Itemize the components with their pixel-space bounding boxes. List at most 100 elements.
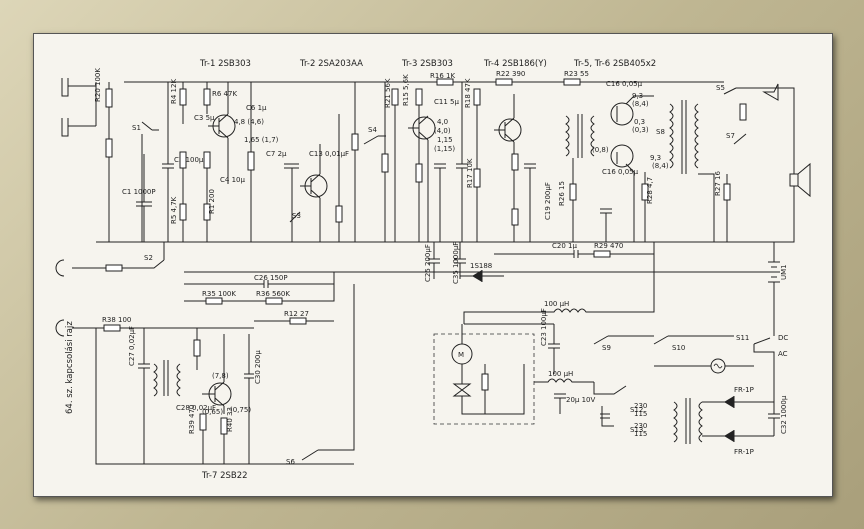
resistor-vr2	[193, 339, 201, 357]
label-r20: R20 100K	[94, 68, 102, 102]
title-tr2: Tr-2 2SA203AA	[299, 59, 363, 69]
label-r4: R4 12K	[170, 79, 178, 104]
label-s5: S5	[716, 84, 725, 92]
label-v3c: 1,15	[437, 136, 453, 144]
label-r7v2: 1,65 (1,7)	[244, 136, 279, 144]
governor-switch	[452, 383, 472, 397]
resistor-r12	[381, 153, 389, 173]
resistor-r19	[511, 208, 519, 226]
label-v5a: 9,3	[632, 92, 643, 100]
resistor-r35	[205, 297, 223, 305]
label-r39: R39 470	[188, 405, 196, 434]
label-c4: C4 10μ	[220, 176, 245, 184]
label-v9b: (8,4)	[652, 162, 669, 170]
resistor-r37	[105, 264, 123, 272]
label-r7v: 4,8 (4,6)	[234, 118, 264, 126]
label-v6a: 0,3	[634, 118, 645, 126]
label-l1: 100 μH	[544, 300, 569, 308]
label-dc: DC	[778, 334, 788, 342]
resistor-r9	[247, 151, 255, 171]
label-l2: 100 μH	[548, 370, 573, 378]
resistor-r29	[593, 250, 611, 258]
label-r28: R28 4,7	[646, 177, 654, 204]
resistor-r10	[415, 163, 423, 183]
label-s2: S2	[144, 254, 153, 262]
label-r12: R12 27	[284, 310, 309, 318]
label-c28: C28 0,02μF	[176, 404, 216, 412]
headphone-jack-1	[55, 259, 114, 277]
resistor-r39	[199, 413, 207, 431]
resistor-r2	[105, 138, 113, 158]
label-r5: R5 4,7K	[170, 196, 178, 224]
resistor-vr1	[351, 133, 359, 151]
label-fr1: FR-1P	[734, 386, 754, 394]
label-r1: R1 200	[208, 189, 216, 214]
output-transformer	[669, 100, 699, 174]
label-v7a: (7,8)	[212, 372, 229, 380]
label-c7: C7 2μ	[266, 150, 287, 158]
transistor-tr6	[610, 144, 634, 168]
label-s7: S7	[726, 132, 735, 140]
input-jack-2	[61, 118, 96, 137]
resistor-r22	[495, 78, 513, 86]
label-r35: R35 100K	[202, 290, 236, 298]
label-s8: S8	[656, 128, 665, 136]
label-um1: UM1	[780, 264, 788, 280]
label-c26: C26 150P	[254, 274, 288, 282]
label-v7c: (0,75)	[230, 406, 251, 414]
resistor-r18	[473, 88, 481, 106]
resistor-r36	[265, 297, 283, 305]
label-r27: R27 16	[714, 171, 722, 196]
choke-l2	[534, 378, 594, 383]
label-c30: C30 200μ	[254, 350, 262, 384]
label-r29: R29 470	[594, 242, 623, 250]
label-r26: R26 15	[558, 181, 566, 206]
label-c17: C16 0,05μ	[602, 168, 639, 176]
transistor-tr5	[610, 102, 634, 126]
label-c2: C2 100μ	[174, 156, 204, 164]
label-s13: S13	[630, 426, 643, 434]
label-v115a: 115	[634, 410, 647, 418]
label-v3b: (4,0)	[434, 127, 451, 135]
battery-um1	[768, 242, 780, 304]
label-r18: R18 47K	[464, 78, 472, 108]
label-c11: C11 5μ	[434, 98, 459, 106]
label-c35: C35 1000μF	[452, 242, 460, 284]
title-tr3: Tr-3 2SB303	[401, 59, 453, 69]
label-c27: C27 0,02μF	[128, 326, 136, 366]
label-s10: S10	[672, 344, 685, 352]
label-s1: S1	[132, 124, 141, 132]
resistor-r32	[739, 103, 747, 121]
label-c13: C13 0,01μF	[309, 150, 349, 158]
label-r16: R16 1K	[430, 72, 455, 80]
driver-transformer	[565, 114, 595, 158]
label-r15: R15 5,6K	[402, 74, 410, 106]
label-r40: R40 33	[226, 407, 234, 432]
label-s11: S11	[736, 334, 749, 342]
schematic-sheet: R20 100K S1 C1 1000P C2 100μ Tr-1 2SB303…	[33, 33, 833, 497]
title-tr7: Tr-7 2SB22	[201, 471, 248, 481]
label-r21: R21 56K	[384, 78, 392, 108]
resistor-r38	[103, 324, 121, 332]
resistor-r8	[203, 151, 211, 169]
label-fr2: FR-1P	[734, 448, 754, 456]
label-ac: AC	[778, 350, 788, 358]
label-r36: R36 560K	[256, 290, 290, 298]
resistor-r26	[569, 183, 577, 201]
motor-governor-box	[433, 333, 535, 425]
resistor-r20	[105, 88, 113, 108]
resistor-r11	[391, 88, 399, 106]
label-c6: C6 1μ	[246, 104, 267, 112]
input-jack-1	[61, 78, 97, 97]
label-d188: 1S188	[470, 262, 492, 270]
label-c24: 20μ 10V	[566, 396, 595, 404]
label-v9: 9,3	[650, 154, 661, 162]
resistor-r16	[436, 78, 454, 86]
title-tr56: Tr-5, Tr-6 2SB405x2	[573, 59, 656, 69]
side-caption: 64. sz. kapcsolási rajz	[65, 321, 75, 414]
label-m: M	[458, 351, 464, 359]
resistor-r4	[179, 88, 187, 106]
title-tr1: Tr-1 2SB303	[199, 59, 251, 69]
circuit-schematic: R20 100K S1 C1 1000P C2 100μ Tr-1 2SB303…	[55, 59, 811, 481]
resistor-r14	[335, 205, 343, 223]
